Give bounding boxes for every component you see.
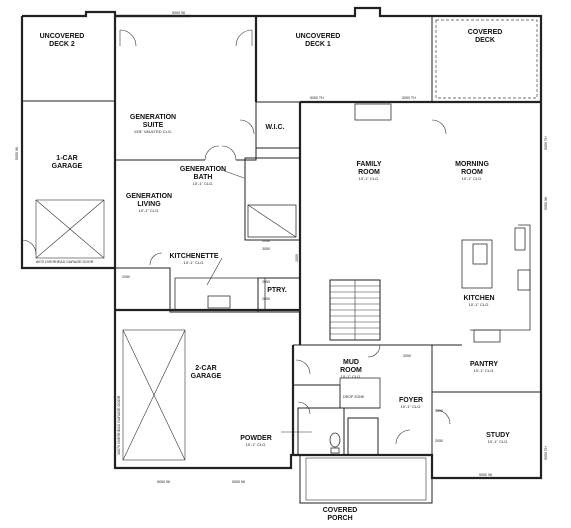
dim-kitchen: 10'-1" CLG. bbox=[469, 302, 490, 307]
doors bbox=[21, 29, 451, 445]
leader-lines bbox=[206, 169, 312, 433]
label-1-car-garage-b: GARAGE bbox=[52, 163, 83, 170]
dim-kitchenette: 10'-1" CLG. bbox=[184, 260, 205, 265]
label-generation-suite: GENERATION bbox=[130, 114, 176, 121]
note-window-m: 3050 bbox=[435, 409, 443, 413]
note-window-f: 2050 bbox=[122, 275, 130, 279]
label-powder: POWDER bbox=[240, 435, 272, 442]
label-2-car-garage-b: GARAGE bbox=[191, 373, 222, 380]
plan-notes: 8070 OVERHEAD GARAGE DOOR 16070 OVERHEAD… bbox=[15, 11, 548, 484]
note-window-a: 5050 TH bbox=[310, 96, 324, 100]
note-window-c: 5050 96 bbox=[15, 147, 19, 160]
note-window-l: 5050 96 bbox=[479, 473, 492, 477]
note-window-r: 5050 TH bbox=[544, 446, 548, 460]
label-family-room-b: ROOM bbox=[358, 169, 380, 176]
dim-pantry: 10'-1" CLG. bbox=[474, 368, 495, 373]
label-family-room: FAMILY bbox=[356, 161, 381, 168]
label-covered-porch-b: PORCH bbox=[327, 515, 352, 522]
dim-morning-room: 10'-1" CLG. bbox=[462, 176, 483, 181]
label-covered-porch: COVERED bbox=[323, 507, 358, 514]
label-generation-suite-b: SUITE bbox=[143, 122, 164, 129]
note-window-q: 5050 TH bbox=[544, 136, 548, 150]
note-drop-zone: DROP ZONE bbox=[343, 395, 365, 399]
note-window-p: 2050 bbox=[262, 239, 270, 243]
note-garage-door-large: 16070 OVERHEAD GARAGE DOOR bbox=[117, 395, 121, 455]
label-morning-room: MORNING bbox=[455, 161, 489, 168]
label-uncovered-deck-2-b: DECK 2 bbox=[49, 41, 75, 48]
label-study: STUDY bbox=[486, 432, 510, 439]
interior-walls bbox=[22, 16, 541, 504]
note-window-i: 3050 bbox=[403, 354, 411, 358]
label-ptry: PTRY. bbox=[267, 287, 287, 294]
note-garage-door-small: 8070 OVERHEAD GARAGE DOOR bbox=[36, 260, 94, 264]
dim-family-room: 10'-1" CLG. bbox=[359, 176, 380, 181]
label-generation-bath-b: BATH bbox=[194, 174, 213, 181]
note-window-o: 2050 bbox=[295, 254, 299, 262]
label-generation-living: GENERATION bbox=[126, 193, 172, 200]
label-2-car-garage: 2-CAR bbox=[195, 365, 216, 372]
dim-generation-living: 10'-1" CLG. bbox=[139, 208, 160, 213]
label-kitchen: KITCHEN bbox=[463, 295, 494, 302]
note-window-top: 5050 96 bbox=[172, 11, 185, 15]
label-uncovered-deck-1-b: DECK 1 bbox=[305, 41, 331, 48]
label-morning-room-b: ROOM bbox=[461, 169, 483, 176]
dim-powder: 10'-1" CLG. bbox=[246, 442, 267, 447]
label-uncovered-deck-2: UNCOVERED bbox=[40, 33, 85, 40]
label-covered-deck-b: DECK bbox=[475, 37, 495, 44]
note-window-d: 5050 96 bbox=[544, 197, 548, 210]
note-window-j: 5050 96 bbox=[157, 480, 170, 484]
label-generation-living-b: LIVING bbox=[137, 201, 161, 208]
label-mud-room: MUD bbox=[343, 359, 359, 366]
label-covered-deck: COVERED bbox=[468, 29, 503, 36]
dim-study: 10'-1" CLG. bbox=[488, 439, 509, 444]
label-kitchenette: KITCHENETTE bbox=[170, 253, 219, 260]
exterior-walls bbox=[20, 6, 543, 480]
dim-foyer: 10'-1" CLG. bbox=[401, 404, 422, 409]
note-window-b: 5050 TH bbox=[402, 96, 416, 100]
label-uncovered-deck-1: UNCOVERED bbox=[296, 33, 341, 40]
note-window-g: 2050 bbox=[262, 280, 270, 284]
note-window-k: 5050 96 bbox=[232, 480, 245, 484]
label-generation-bath: GENERATION bbox=[180, 166, 226, 173]
label-1-car-garage: 1-CAR bbox=[56, 155, 77, 162]
dim-mud-room: 10'-1" CLG. bbox=[341, 374, 362, 379]
label-wic: W.I.C. bbox=[265, 124, 284, 131]
note-window-h: 2050 bbox=[262, 297, 270, 301]
note-window-n: 2050 bbox=[435, 439, 443, 443]
label-foyer: FOYER bbox=[399, 397, 423, 404]
note-window-e: 3050 bbox=[262, 247, 270, 251]
dim-generation-bath: 10'-1" CLG. bbox=[193, 181, 214, 186]
label-mud-room-b: ROOM bbox=[340, 367, 362, 374]
label-pantry: PANTRY bbox=[470, 361, 498, 368]
room-labels: UNCOVERED DECK 2 UNCOVERED DECK 1 COVERE… bbox=[40, 29, 511, 522]
dim-generation-suite: 13'8" VAULTED CLG. bbox=[134, 129, 172, 134]
